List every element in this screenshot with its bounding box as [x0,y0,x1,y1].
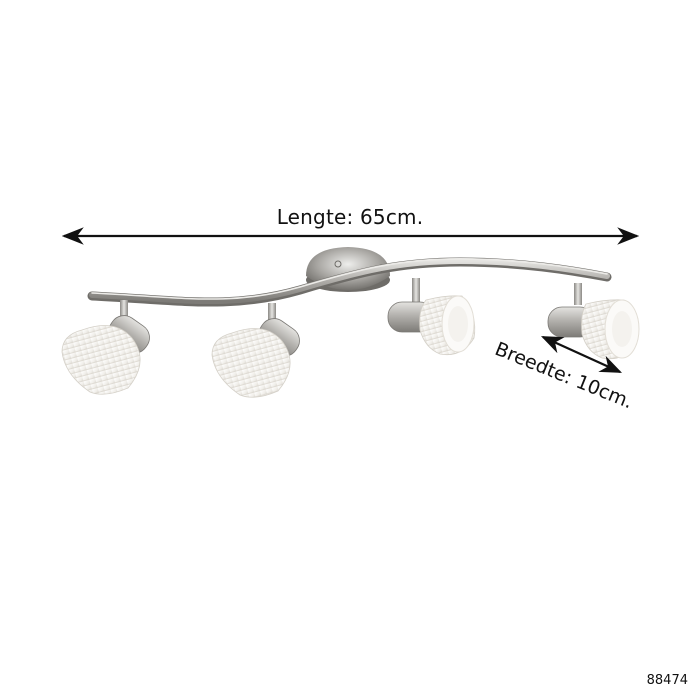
product-code: 88474 [646,673,688,688]
spotlight-2 [211,303,300,398]
spotlight-1 [61,300,150,395]
width-arrow [540,335,623,374]
length-label: Lengte: 65cm. [276,205,424,229]
spotlight-3 [387,278,476,356]
spotlight-4 [547,283,640,360]
